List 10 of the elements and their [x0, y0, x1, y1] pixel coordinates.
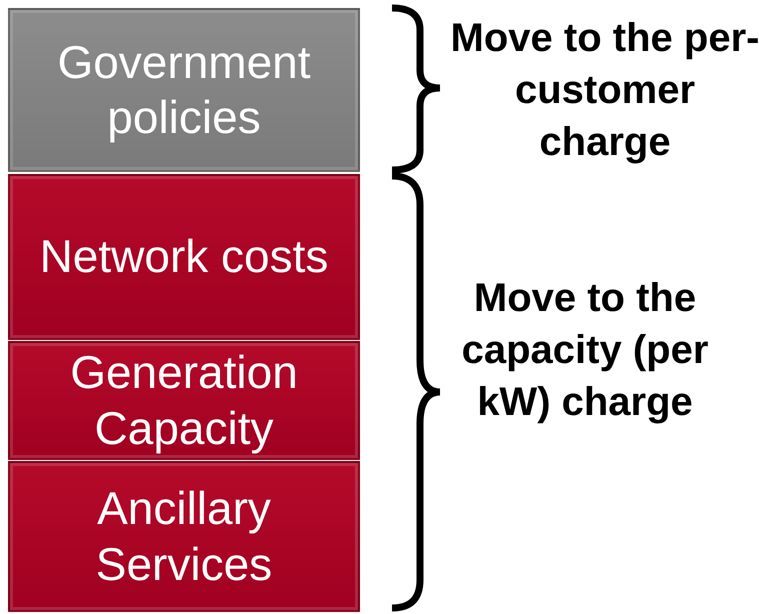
brace-annotation: Move to the per-customer charge [450, 15, 759, 166]
stacked-bar-segment [8, 461, 360, 612]
brace-annotation: Move to the capacity (per kW) charge [460, 275, 710, 426]
segment-label: Government policies [56, 34, 312, 145]
segment-label: Generation Capacity [69, 345, 299, 456]
stacked-bar-segment [8, 174, 360, 340]
stacked-bar-segment [8, 8, 360, 172]
segment-label: Ancillary Services [94, 481, 274, 592]
stacked-bar-segment [8, 341, 360, 460]
segment-label: Network costs [40, 229, 328, 284]
